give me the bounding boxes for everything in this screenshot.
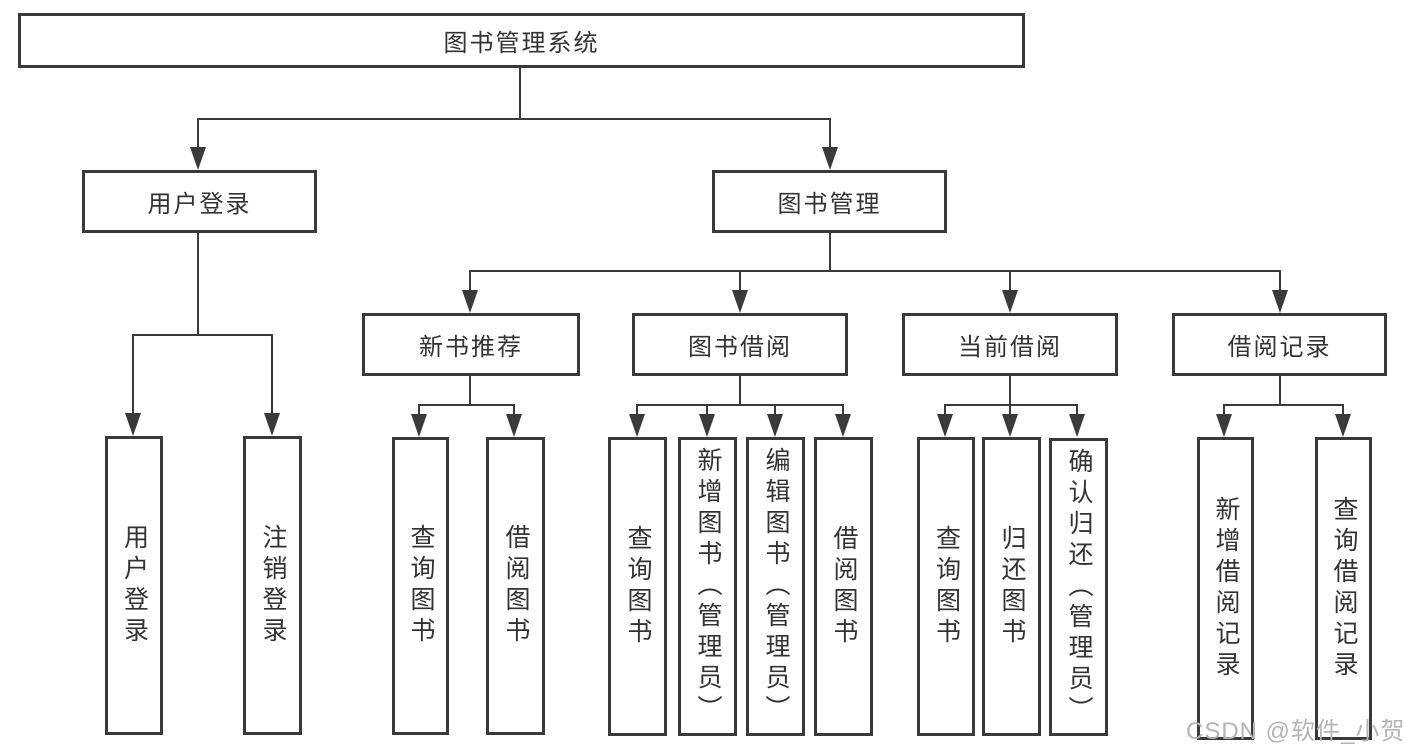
connector-line <box>944 404 1078 406</box>
leaf-cb-return: 归还图书 <box>982 437 1041 736</box>
node-new-book-rec-label: 新书推荐 <box>419 334 523 361</box>
connector-line <box>842 404 844 416</box>
connector-line <box>271 334 273 414</box>
connector-line <box>1009 270 1011 291</box>
arrow-down-icon <box>1335 414 1351 437</box>
connector-line <box>519 68 521 119</box>
leaf-bb-borrow-label: 借阅图书 <box>830 524 858 649</box>
leaf-login: 用户登录 <box>105 436 163 735</box>
connector-line <box>739 376 741 405</box>
leaf-cb-query-label: 查询图书 <box>932 524 961 649</box>
leaf-nb-query: 查询图书 <box>392 437 449 735</box>
connector-line <box>469 270 471 291</box>
connector-line <box>469 270 1281 272</box>
arrow-down-icon <box>1272 290 1288 313</box>
node-current-borrow: 当前借阅 <box>902 313 1118 376</box>
connector-line <box>1342 404 1344 416</box>
node-book-borrow: 图书借阅 <box>632 313 848 376</box>
arrow-down-icon <box>937 414 953 437</box>
node-user-login-label: 用户登录 <box>147 191 252 218</box>
arrow-down-icon <box>462 290 478 313</box>
arrow-down-icon <box>629 414 645 437</box>
node-new-book-rec: 新书推荐 <box>362 313 580 376</box>
arrow-down-icon <box>125 413 141 436</box>
leaf-bb-query-label: 查询图书 <box>624 524 652 649</box>
connector-line <box>132 334 134 414</box>
connector-line <box>636 404 638 416</box>
arrow-down-icon <box>190 147 206 170</box>
leaf-bb-borrow: 借阅图书 <box>814 437 873 736</box>
leaf-bb-edit-label: 编辑图书（管理员） <box>762 447 790 726</box>
csdn-watermark: CSDN @软件_小贺同学 <box>1186 718 1405 745</box>
connector-line <box>418 404 515 406</box>
connector-line <box>706 404 708 416</box>
connector-line <box>829 233 831 272</box>
node-root: 图书管理系统 <box>18 13 1025 68</box>
leaf-logout: 注销登录 <box>243 436 302 735</box>
node-borrow-record: 借阅记录 <box>1172 313 1387 376</box>
arrow-down-icon <box>1002 414 1018 437</box>
connector-line <box>1009 376 1011 405</box>
leaf-br-add: 新增借阅记录 <box>1197 437 1254 740</box>
arrow-down-icon <box>822 147 838 170</box>
leaf-br-query-label: 查询借阅记录 <box>1330 495 1358 682</box>
arrow-down-icon <box>1002 290 1018 313</box>
leaf-br-query: 查询借阅记录 <box>1315 437 1372 740</box>
connector-line <box>636 404 844 406</box>
arrow-down-icon <box>767 414 783 437</box>
leaf-cb-return-label: 归还图书 <box>998 524 1026 649</box>
connector-line <box>469 376 471 405</box>
leaf-bb-query: 查询图书 <box>608 437 667 736</box>
connector-line <box>1223 404 1225 416</box>
arrow-down-icon <box>1216 414 1232 437</box>
leaf-br-add-label: 新增借阅记录 <box>1212 495 1240 682</box>
arrow-down-icon <box>506 414 522 437</box>
connector-line <box>944 404 946 416</box>
connector-line <box>774 404 776 416</box>
arrow-down-icon <box>699 414 715 437</box>
connector-line <box>1279 376 1281 405</box>
node-root-label: 图书管理系统 <box>443 30 600 57</box>
leaf-logout-label: 注销登录 <box>259 523 287 648</box>
arrow-down-icon <box>732 290 748 313</box>
connector-line <box>1009 404 1011 416</box>
arrow-down-icon <box>835 414 851 437</box>
connector-line <box>1223 404 1344 406</box>
connector-line <box>197 233 199 336</box>
connector-line <box>739 270 741 291</box>
leaf-nb-borrow: 借阅图书 <box>486 437 545 735</box>
leaf-bb-edit: 编辑图书（管理员） <box>746 437 805 736</box>
connector-line <box>197 119 199 148</box>
leaf-bb-add-label: 新增图书（管理员） <box>694 447 722 726</box>
node-book-mgmt-label: 图书管理 <box>777 191 882 218</box>
connector-line <box>132 334 273 336</box>
leaf-login-label: 用户登录 <box>120 523 149 648</box>
connector-line <box>418 404 420 416</box>
leaf-cb-confirm-label: 确认归还（管理员） <box>1065 447 1093 727</box>
node-current-borrow-label: 当前借阅 <box>958 334 1062 361</box>
connector-line <box>829 119 831 148</box>
node-user-login: 用户登录 <box>82 170 317 233</box>
arrow-down-icon <box>264 413 280 436</box>
leaf-nb-borrow-label: 借阅图书 <box>502 524 530 648</box>
node-borrow-record-label: 借阅记录 <box>1227 334 1332 361</box>
node-book-borrow-label: 图书借阅 <box>688 334 792 361</box>
leaf-bb-add: 新增图书（管理员） <box>678 437 737 736</box>
connector-line <box>1076 404 1078 416</box>
connector-line <box>197 118 831 120</box>
leaf-cb-confirm: 确认归还（管理员） <box>1049 438 1108 736</box>
leaf-cb-query: 查询图书 <box>917 437 975 736</box>
connector-line <box>513 404 515 416</box>
arrow-down-icon <box>411 414 427 437</box>
leaf-nb-query-label: 查询图书 <box>407 524 435 648</box>
connector-line <box>1279 270 1281 291</box>
node-book-mgmt: 图书管理 <box>712 170 947 233</box>
arrow-down-icon <box>1069 414 1085 437</box>
